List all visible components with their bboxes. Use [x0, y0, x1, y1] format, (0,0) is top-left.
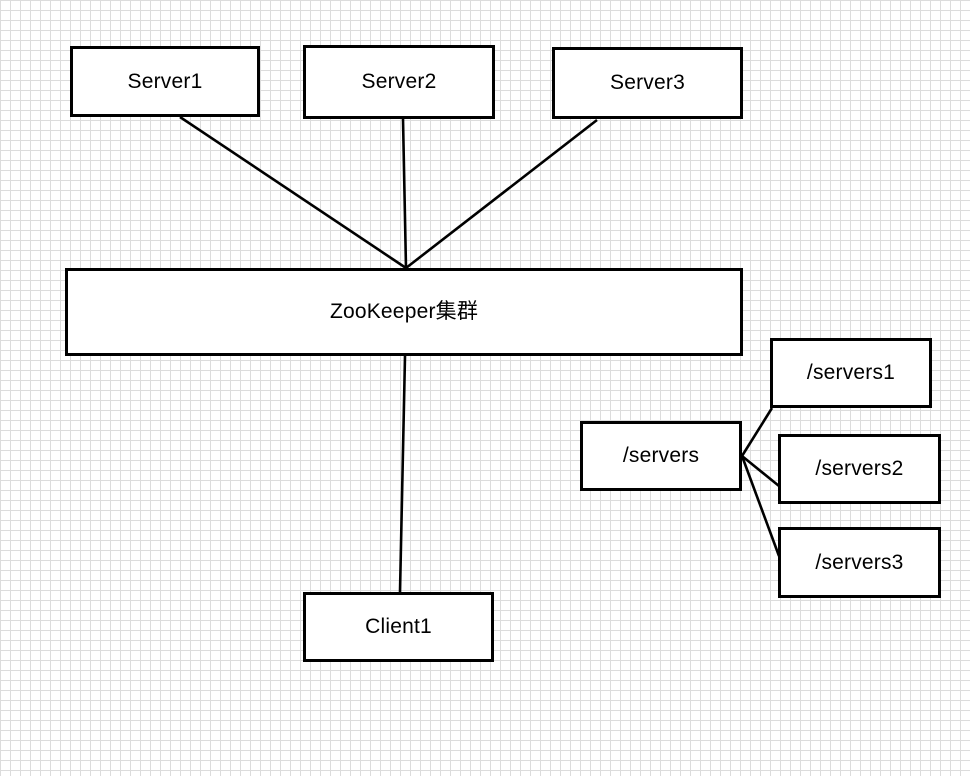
node-zookeeper-cluster-label: ZooKeeper集群 — [329, 300, 479, 324]
node-server3-label: Server3 — [610, 71, 685, 95]
node-servers-label: /servers — [622, 444, 700, 468]
node-servers2-label: /servers2 — [815, 457, 904, 481]
node-servers2[interactable]: /servers2 — [778, 434, 941, 504]
edge-servers-servers2 — [741, 454, 780, 488]
node-server2[interactable]: Server2 — [303, 45, 495, 119]
edge-servers-servers3 — [740, 455, 781, 557]
node-server1[interactable]: Server1 — [70, 46, 260, 117]
node-client1[interactable]: Client1 — [303, 592, 494, 662]
node-server1-label: Server1 — [127, 69, 203, 93]
node-servers[interactable]: /servers — [580, 421, 742, 491]
edge-server1-zookeeper — [179, 115, 407, 270]
edge-server3-zookeeper — [405, 118, 598, 270]
node-servers3-label: /servers3 — [815, 550, 904, 574]
edge-server2-zookeeper — [401, 118, 408, 269]
node-client1-label: Client1 — [365, 615, 432, 639]
node-server3[interactable]: Server3 — [552, 47, 743, 119]
edge-servers-servers1 — [740, 407, 774, 457]
node-servers1-label: /servers1 — [806, 361, 896, 385]
node-server2-label: Server2 — [361, 70, 437, 94]
node-zookeeper-cluster[interactable]: ZooKeeper集群 — [65, 268, 743, 356]
edge-zookeeper-client1 — [398, 355, 407, 593]
node-servers1[interactable]: /servers1 — [770, 338, 932, 408]
node-servers3[interactable]: /servers3 — [778, 527, 941, 598]
